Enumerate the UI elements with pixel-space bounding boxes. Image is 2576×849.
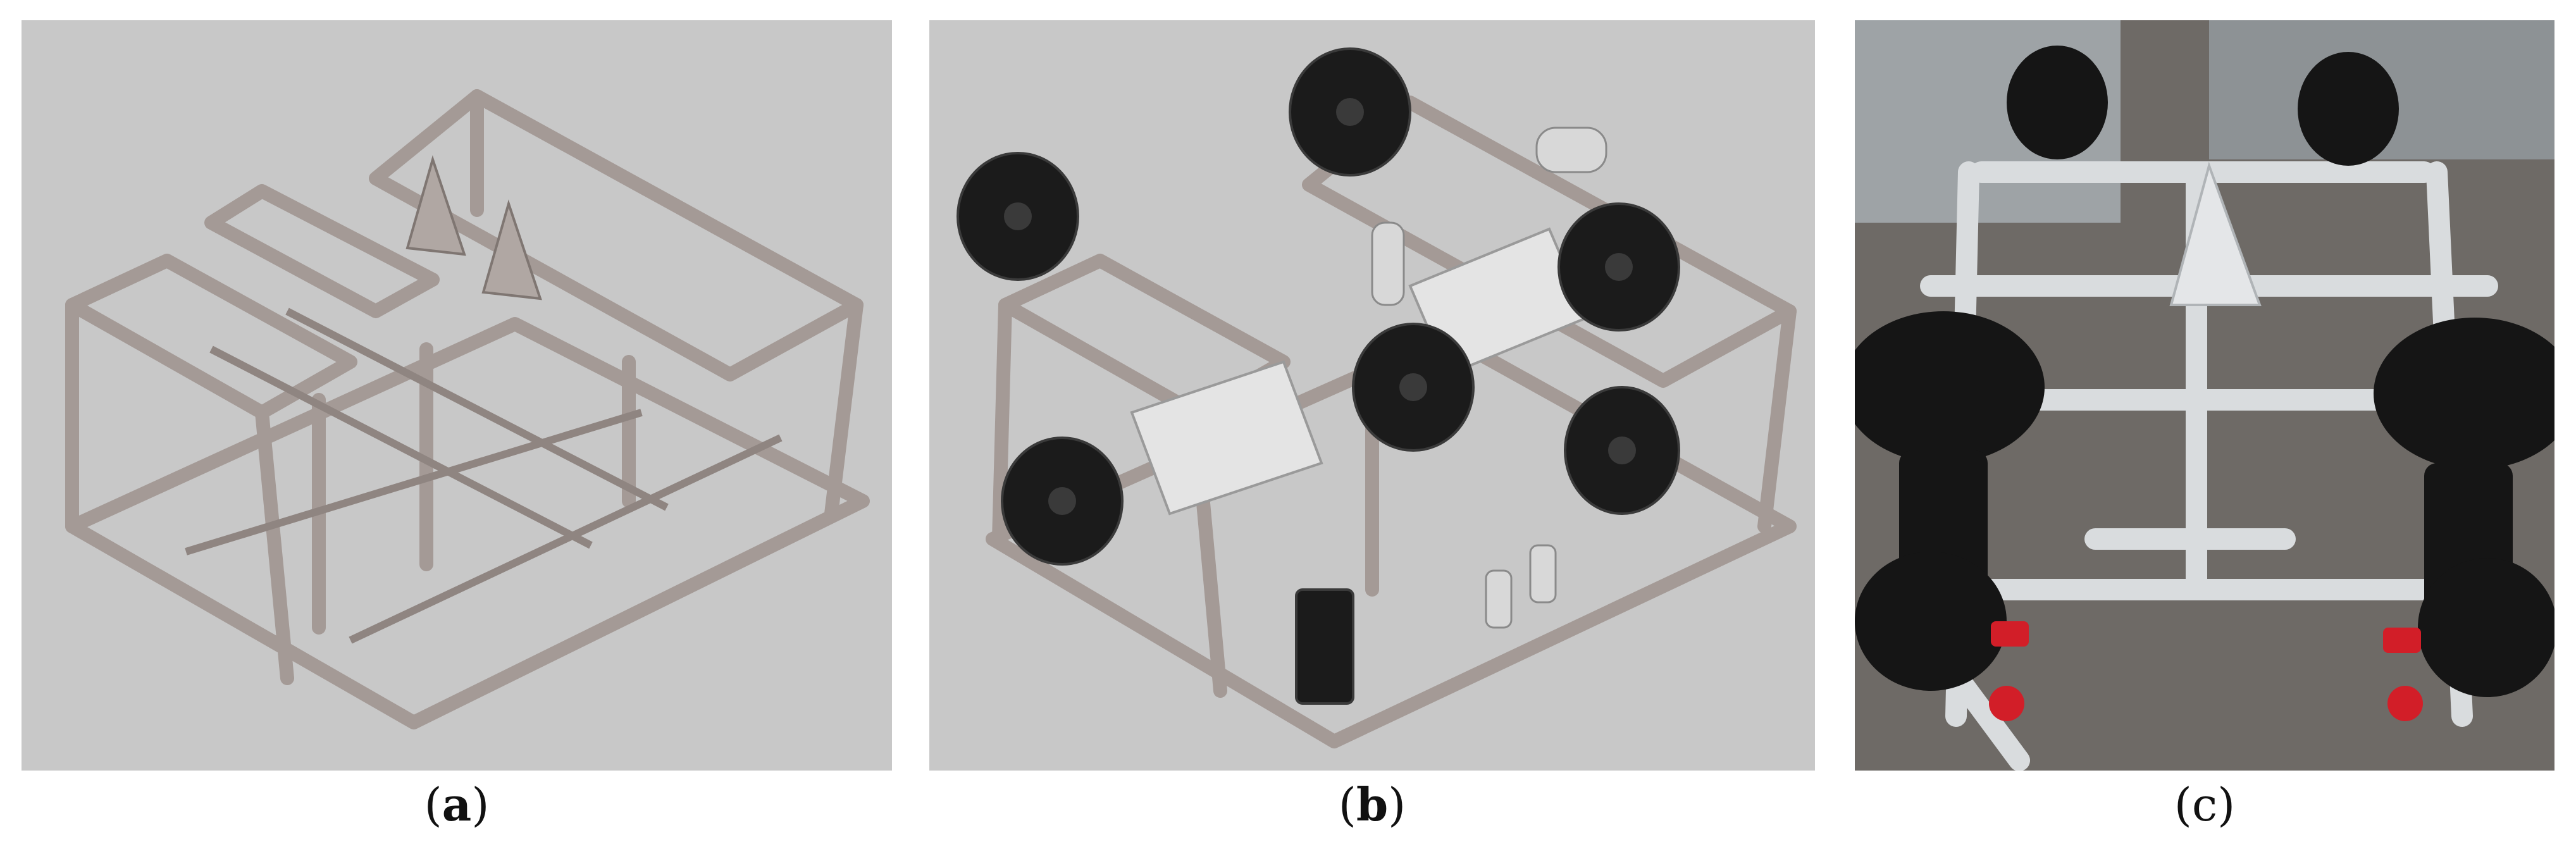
caption-b: (b) [1338,778,1406,831]
caption-a-letter: a [442,778,472,831]
panel-c-assembled-photo [1855,20,2554,771]
caption-b-letter: b [1356,778,1389,831]
frame-render-image [22,20,892,771]
assembled-photo-image [1855,20,2554,771]
panel-a-frame-render [22,20,892,771]
panel-b-assembly-render [929,20,1815,771]
caption-a: (a) [424,778,490,831]
caption-c-letter: c [2191,778,2218,831]
caption-c: (c) [2174,778,2236,831]
assembly-render-image [929,20,1815,771]
